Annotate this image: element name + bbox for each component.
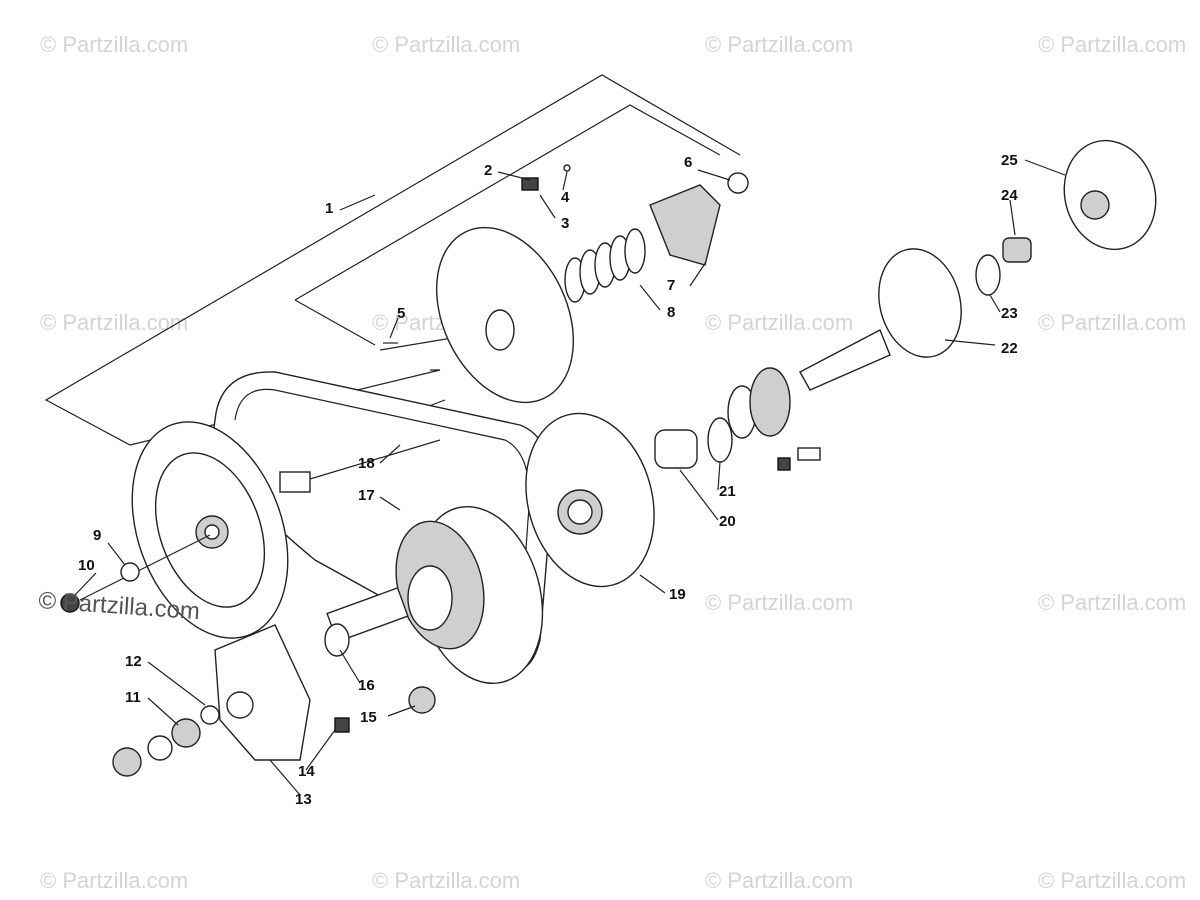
watermark: © Partzilla.com <box>1038 590 1186 615</box>
slider-part-14 <box>334 717 350 733</box>
cover-parts <box>112 624 436 777</box>
callout-22: 22 <box>1001 340 1018 357</box>
drive-sheave-assembly <box>60 421 441 639</box>
spider-part-13 <box>214 624 311 761</box>
watermarks: © Partzilla.com © Partzilla.com © Partzi… <box>40 32 1186 893</box>
watermark: © Partzilla.com <box>705 590 853 615</box>
leader-lines <box>74 159 1066 796</box>
callout-21: 21 <box>719 483 736 500</box>
driven-sheave-assembly <box>383 164 749 404</box>
bushing-part-15 <box>408 686 436 714</box>
callout-9: 9 <box>93 527 101 544</box>
washer-part-12 <box>200 705 220 725</box>
callout-11: 11 <box>125 689 141 706</box>
callout-15: 15 <box>360 709 377 726</box>
callout-19: 19 <box>669 586 686 603</box>
callout-24: 24 <box>1001 187 1018 204</box>
callout-4: 4 <box>561 189 570 206</box>
callout-6: 6 <box>684 154 692 171</box>
cam-part-7 <box>649 184 721 266</box>
watermark: © Partzilla.com <box>40 32 188 57</box>
nut-part-11 <box>171 718 201 748</box>
callout-5: 5 <box>397 305 405 322</box>
callout-8: 8 <box>667 304 675 321</box>
spring-part-8 <box>564 228 646 303</box>
snap-ring <box>147 735 173 761</box>
clip-part-3 <box>521 177 539 191</box>
callout-18: 18 <box>358 455 375 472</box>
output-shaft <box>799 329 891 391</box>
watermark: © Partzilla.com <box>40 310 188 335</box>
callout-20: 20 <box>719 513 736 530</box>
ring-part-21 <box>707 417 733 463</box>
watermark: © Partzilla.com <box>1038 868 1186 893</box>
secondary-assembly <box>525 139 1157 588</box>
callout-10: 10 <box>78 557 95 574</box>
bolt-part-10 <box>60 593 80 613</box>
callout-1: 1 <box>325 200 333 217</box>
bearing <box>749 367 791 437</box>
watermark: © Partzilla.com <box>40 868 188 893</box>
ring-part-23 <box>975 254 1001 296</box>
watermark: © Partzilla.com <box>372 868 520 893</box>
bolt <box>797 447 821 461</box>
pin-part-4 <box>563 164 571 172</box>
callout-17: 17 <box>358 487 375 504</box>
clutch-part-25 <box>1063 139 1157 251</box>
watermark: © Partzilla.com <box>705 32 853 57</box>
watermark: © Partzilla.com <box>1038 310 1186 335</box>
moveable-sheave-assembly <box>324 505 544 685</box>
nut-part-24 <box>1002 237 1032 263</box>
washer-part-9 <box>120 562 140 582</box>
watermark: © Partzilla.com <box>1038 32 1186 57</box>
watermark: © Partzilla.com <box>705 310 853 335</box>
callout-25: 25 <box>1001 152 1018 169</box>
callout-3: 3 <box>561 215 569 232</box>
shaft-stub <box>279 471 311 493</box>
watermark: © Partzilla.com <box>372 32 520 57</box>
callout-12: 12 <box>125 653 142 670</box>
callout-23: 23 <box>1001 305 1018 322</box>
callout-labels: 1 2 3 4 5 6 7 8 9 10 11 12 13 14 15 16 1… <box>78 152 1018 808</box>
callout-16: 16 <box>358 677 375 694</box>
callout-13: 13 <box>295 791 312 808</box>
callout-2: 2 <box>484 162 492 179</box>
callout-14: 14 <box>298 763 315 780</box>
collar-part-20 <box>654 429 698 469</box>
hub-part-22 <box>878 248 962 358</box>
snap-ring-part-6 <box>727 172 749 194</box>
driven-sheave-hub <box>485 309 515 351</box>
nut <box>777 457 791 471</box>
watermark: © Partzilla.com <box>705 868 853 893</box>
bearing <box>112 747 142 777</box>
callout-7: 7 <box>667 277 675 294</box>
